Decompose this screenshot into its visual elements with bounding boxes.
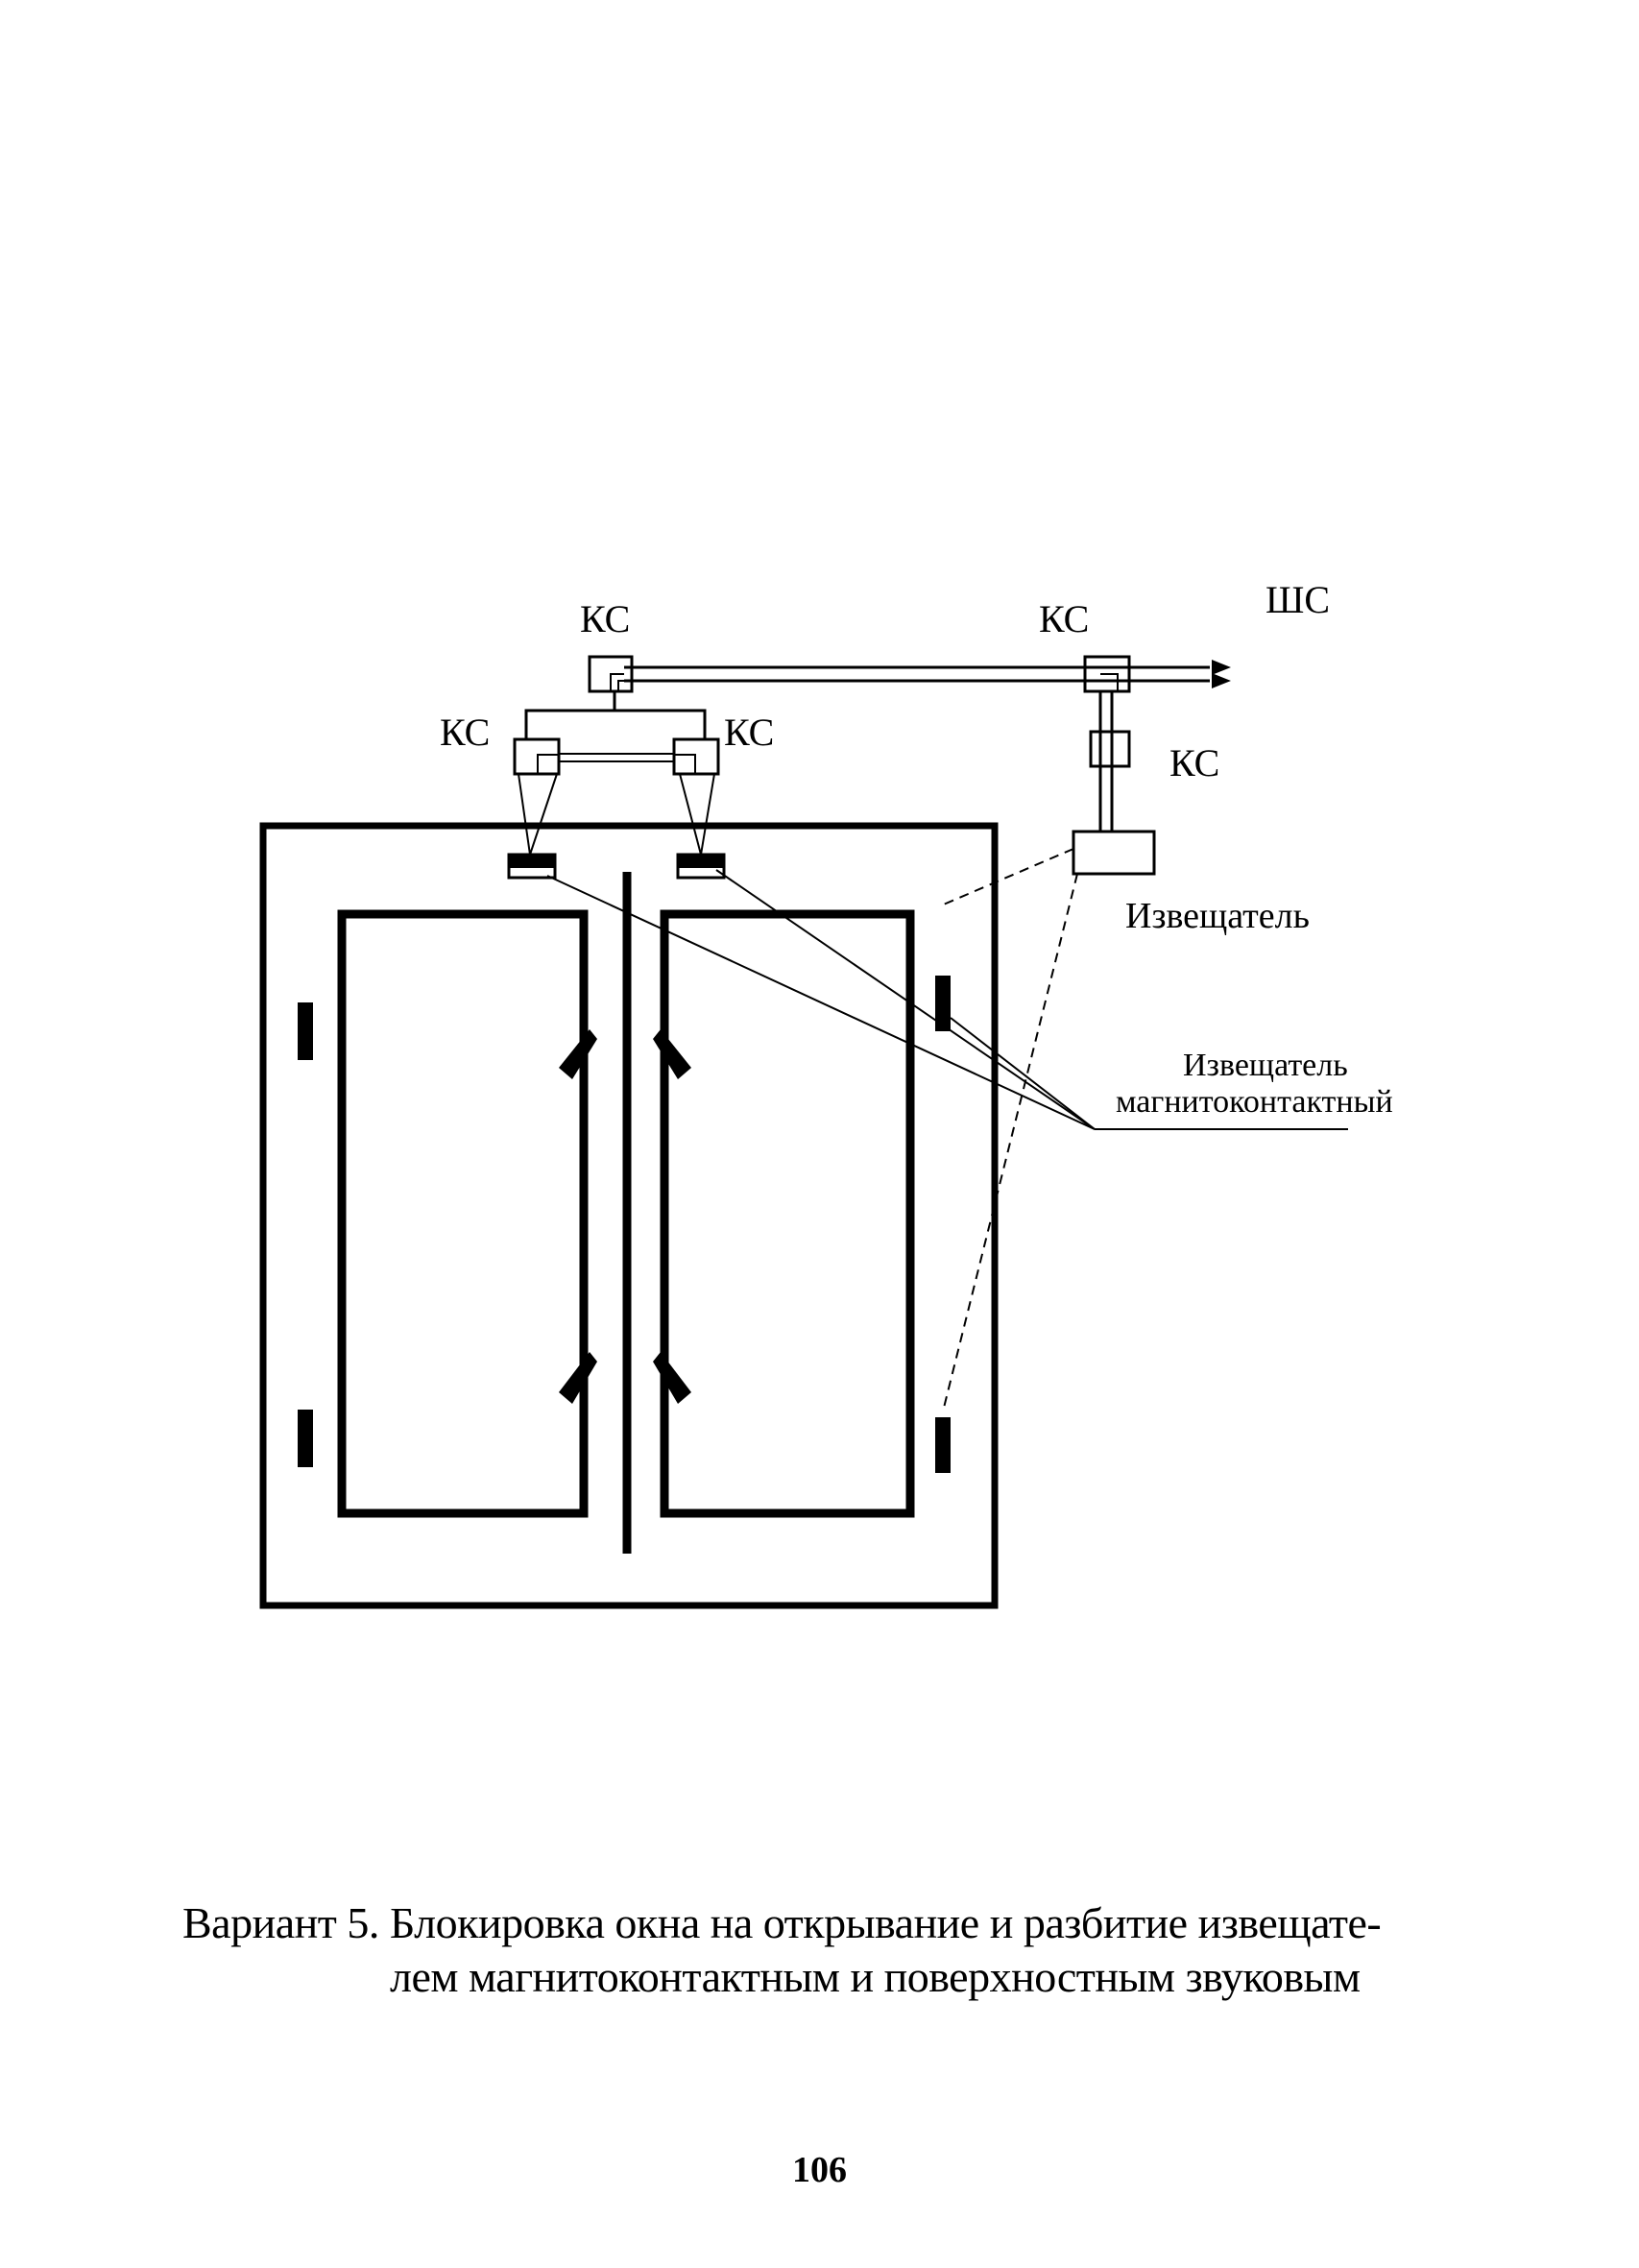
dashed-detector-to-pane: [938, 848, 1074, 907]
figure-caption: Вариант 5. Блокировка окна на открывание…: [182, 1896, 1459, 2004]
mid-right-box-inner: [674, 754, 696, 774]
left-sash: [337, 909, 589, 1518]
top-left-box-inner-wire-2: [617, 680, 624, 691]
frame-magnet-left-upper: [298, 1002, 313, 1060]
caption-line-1: Вариант 5. Блокировка окна на открывание…: [182, 1898, 1382, 1947]
ks-label-mid-right: КС: [724, 711, 774, 754]
frame-magnet-right-lower: [935, 1417, 951, 1473]
magnetic-detector-label-line1: Извещатель: [1183, 1048, 1348, 1083]
ks-label-top-left: КС: [580, 597, 630, 640]
magnetic-detector-label-line2: магнитоконтактный: [1116, 1084, 1393, 1120]
handle-left-upper: [559, 1029, 597, 1079]
handle-right-upper: [653, 1029, 691, 1079]
dashed-detector-down: [942, 873, 1078, 1412]
top-right-box-inner: [1100, 673, 1119, 691]
frame-magnet-left-lower: [298, 1410, 313, 1467]
frame-magnet-right-upper: [935, 976, 951, 1031]
branch-wire-horizontal: [524, 709, 707, 739]
ks-label-mid-left: КС: [440, 711, 490, 754]
handle-left-lower: [559, 1352, 597, 1404]
junction-box-right-vertical: [1089, 730, 1131, 768]
leader-from-frame-magnet: [950, 1017, 1096, 1130]
mid-left-box-inner: [537, 754, 559, 774]
magnetic-contact-left: [507, 853, 557, 880]
leader-from-left-contact: [546, 875, 1096, 1130]
window-outer-frame: [259, 822, 999, 1609]
magnetic-contact-right: [676, 853, 726, 880]
handle-right-lower: [653, 1352, 691, 1404]
wire-to-contact-left: [518, 773, 558, 856]
caption-line-2: лем магнитоконтактным и поверхностным зв…: [390, 1952, 1361, 2002]
loop-arrow-lower: [1212, 673, 1231, 688]
top-left-box-inner-wire: [610, 673, 624, 691]
detector-label: Извещатель: [1125, 896, 1310, 936]
right-sash: [660, 909, 915, 1518]
ks-label-right-vertical: КС: [1169, 741, 1219, 784]
page-number: 106: [792, 2150, 847, 2190]
wire-to-contact-right: [679, 773, 715, 856]
ks-label-top-right: КС: [1039, 597, 1089, 640]
shs-label: ШС: [1265, 578, 1330, 621]
sound-detector-box: [1072, 830, 1156, 876]
leader-from-right-contact: [715, 869, 1096, 1130]
loop-arrow-upper: [1212, 660, 1231, 675]
